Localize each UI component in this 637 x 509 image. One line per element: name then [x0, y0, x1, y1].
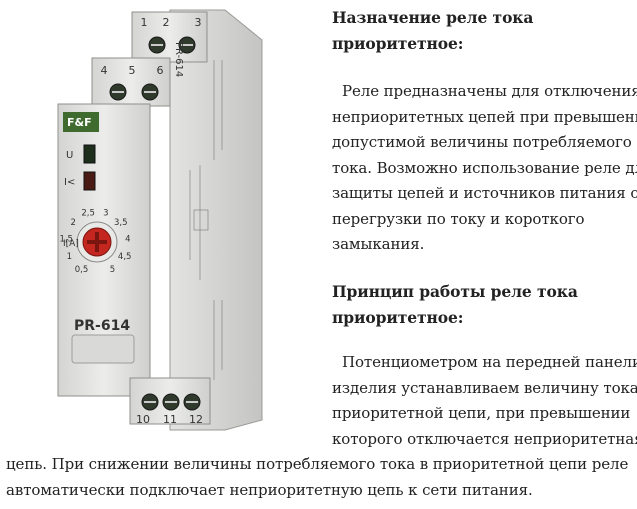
section1-body-line: перегрузки по току и короткого — [332, 209, 585, 228]
terminal-number: 12 — [189, 413, 203, 426]
section1-body-line: Реле предназначены для отключения — [342, 82, 637, 100]
dial-scale-tick: 4,5 — [118, 252, 132, 262]
section2-body-line: которого отключается неприоритетная — [332, 429, 637, 448]
section2-body-line: автоматически подключает неприоритетную … — [6, 480, 533, 499]
section2-body-line: Потенциометром на передней панели — [342, 353, 637, 371]
terminal-number: 11 — [163, 413, 177, 426]
section2-body-right: Потенциометром на передней панели издели… — [332, 350, 637, 452]
section2-title-line: приоритетное: — [332, 307, 464, 327]
brand-logo: F&F — [67, 116, 92, 129]
terminal-number: 1 — [141, 16, 148, 29]
dial-scale-tick: 2,5 — [81, 208, 95, 218]
dial-scale-tick: 0,5 — [75, 265, 89, 275]
section1-body: Реле предназначены для отключения неприо… — [332, 79, 637, 258]
section1-body-line: защиты цепей и источников питания от — [332, 184, 637, 202]
section2-body-line: приоритетной цепи, при превышении — [332, 404, 631, 422]
dial-scale-tick: 4 — [125, 234, 130, 244]
section1-body-line: допустимой величины потребляемого — [332, 133, 632, 151]
terminal-number: 6 — [157, 64, 164, 77]
section1-title-line: Назначение реле тока — [332, 8, 534, 27]
dial-scale-tick: 3 — [103, 208, 108, 218]
terminal-number: 4 — [101, 64, 108, 77]
model-label: PR-614 — [74, 318, 130, 334]
led-u-label: U — [66, 150, 73, 161]
side-model-label: PR-614 — [173, 42, 184, 77]
terminal-number: 5 — [129, 64, 136, 77]
terminal-number: 2 — [163, 16, 170, 29]
section2-body-line: цепь. При снижении величины потребляемог… — [6, 455, 629, 473]
section1-body-line: тока. Возможно использование реле для — [332, 158, 637, 177]
terminal-number: 10 — [136, 413, 150, 426]
section1-title: Назначение реле тока приоритетное: — [332, 5, 533, 56]
dial-scale-tick: 5 — [110, 265, 115, 275]
dial-scale-tick: 3,5 — [114, 218, 128, 228]
dial-scale-tick: 2 — [71, 218, 76, 228]
terminal-number: 3 — [195, 16, 202, 29]
section1-body-line: замыкания. — [332, 235, 425, 253]
section2-title: Принцип работы реле тока приоритетное: — [332, 279, 578, 330]
section2-body-full: цепь. При снижении величины потребляемог… — [6, 452, 628, 503]
section1-body-line: неприоритетных цепей при превышении — [332, 107, 637, 126]
dial-scale-tick: 1,5 — [59, 234, 73, 244]
dial-scale-tick: 1 — [67, 252, 72, 262]
section1-title-line: приоритетное: — [332, 33, 464, 53]
dial-unit-label: I[A] — [63, 239, 79, 249]
section2-body-line: изделия устанавливаем величину тока в — [332, 378, 637, 397]
led-i-label: I< — [64, 177, 75, 188]
section2-title-line: Принцип работы реле тока — [332, 282, 578, 301]
